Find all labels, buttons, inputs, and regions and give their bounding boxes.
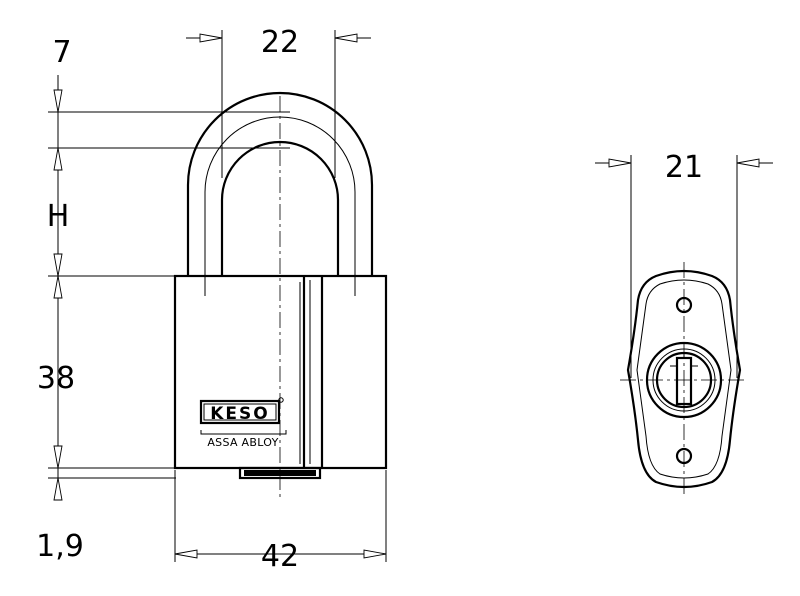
padlock-side-view <box>620 262 748 496</box>
dimension-arrows-front <box>53 33 387 559</box>
dim-shackle-thickness: 7 <box>52 35 71 70</box>
front-dimension-lines <box>48 30 387 562</box>
side-dimension-lines <box>595 155 773 378</box>
keso-logo-text: KESO <box>210 404 269 424</box>
dim-bottom-offset: 1,9 <box>36 529 84 564</box>
dim-shackle-width: 22 <box>261 25 299 60</box>
shackle-hole-top <box>675 296 693 314</box>
side-body-outline <box>626 269 742 489</box>
keso-logo: KESO ASSA ABLOY <box>199 397 287 449</box>
dim-body-height: 38 <box>37 361 75 396</box>
dim-shackle-height: H <box>47 199 70 234</box>
cylinder-middle-ring <box>652 348 716 412</box>
dim-body-width: 42 <box>261 539 299 574</box>
assa-abloy-text: ASSA ABLOY <box>207 436 278 449</box>
shackle-inner <box>220 140 340 276</box>
padlock-front-view: KESO ASSA ABLOY <box>173 91 388 498</box>
dim-body-depth: 21 <box>665 150 703 185</box>
cylinder-outer-ring <box>645 341 723 419</box>
bottom-plate-fill <box>244 470 316 476</box>
shackle-hole-bottom <box>675 447 693 465</box>
shackle-outer <box>186 91 374 276</box>
